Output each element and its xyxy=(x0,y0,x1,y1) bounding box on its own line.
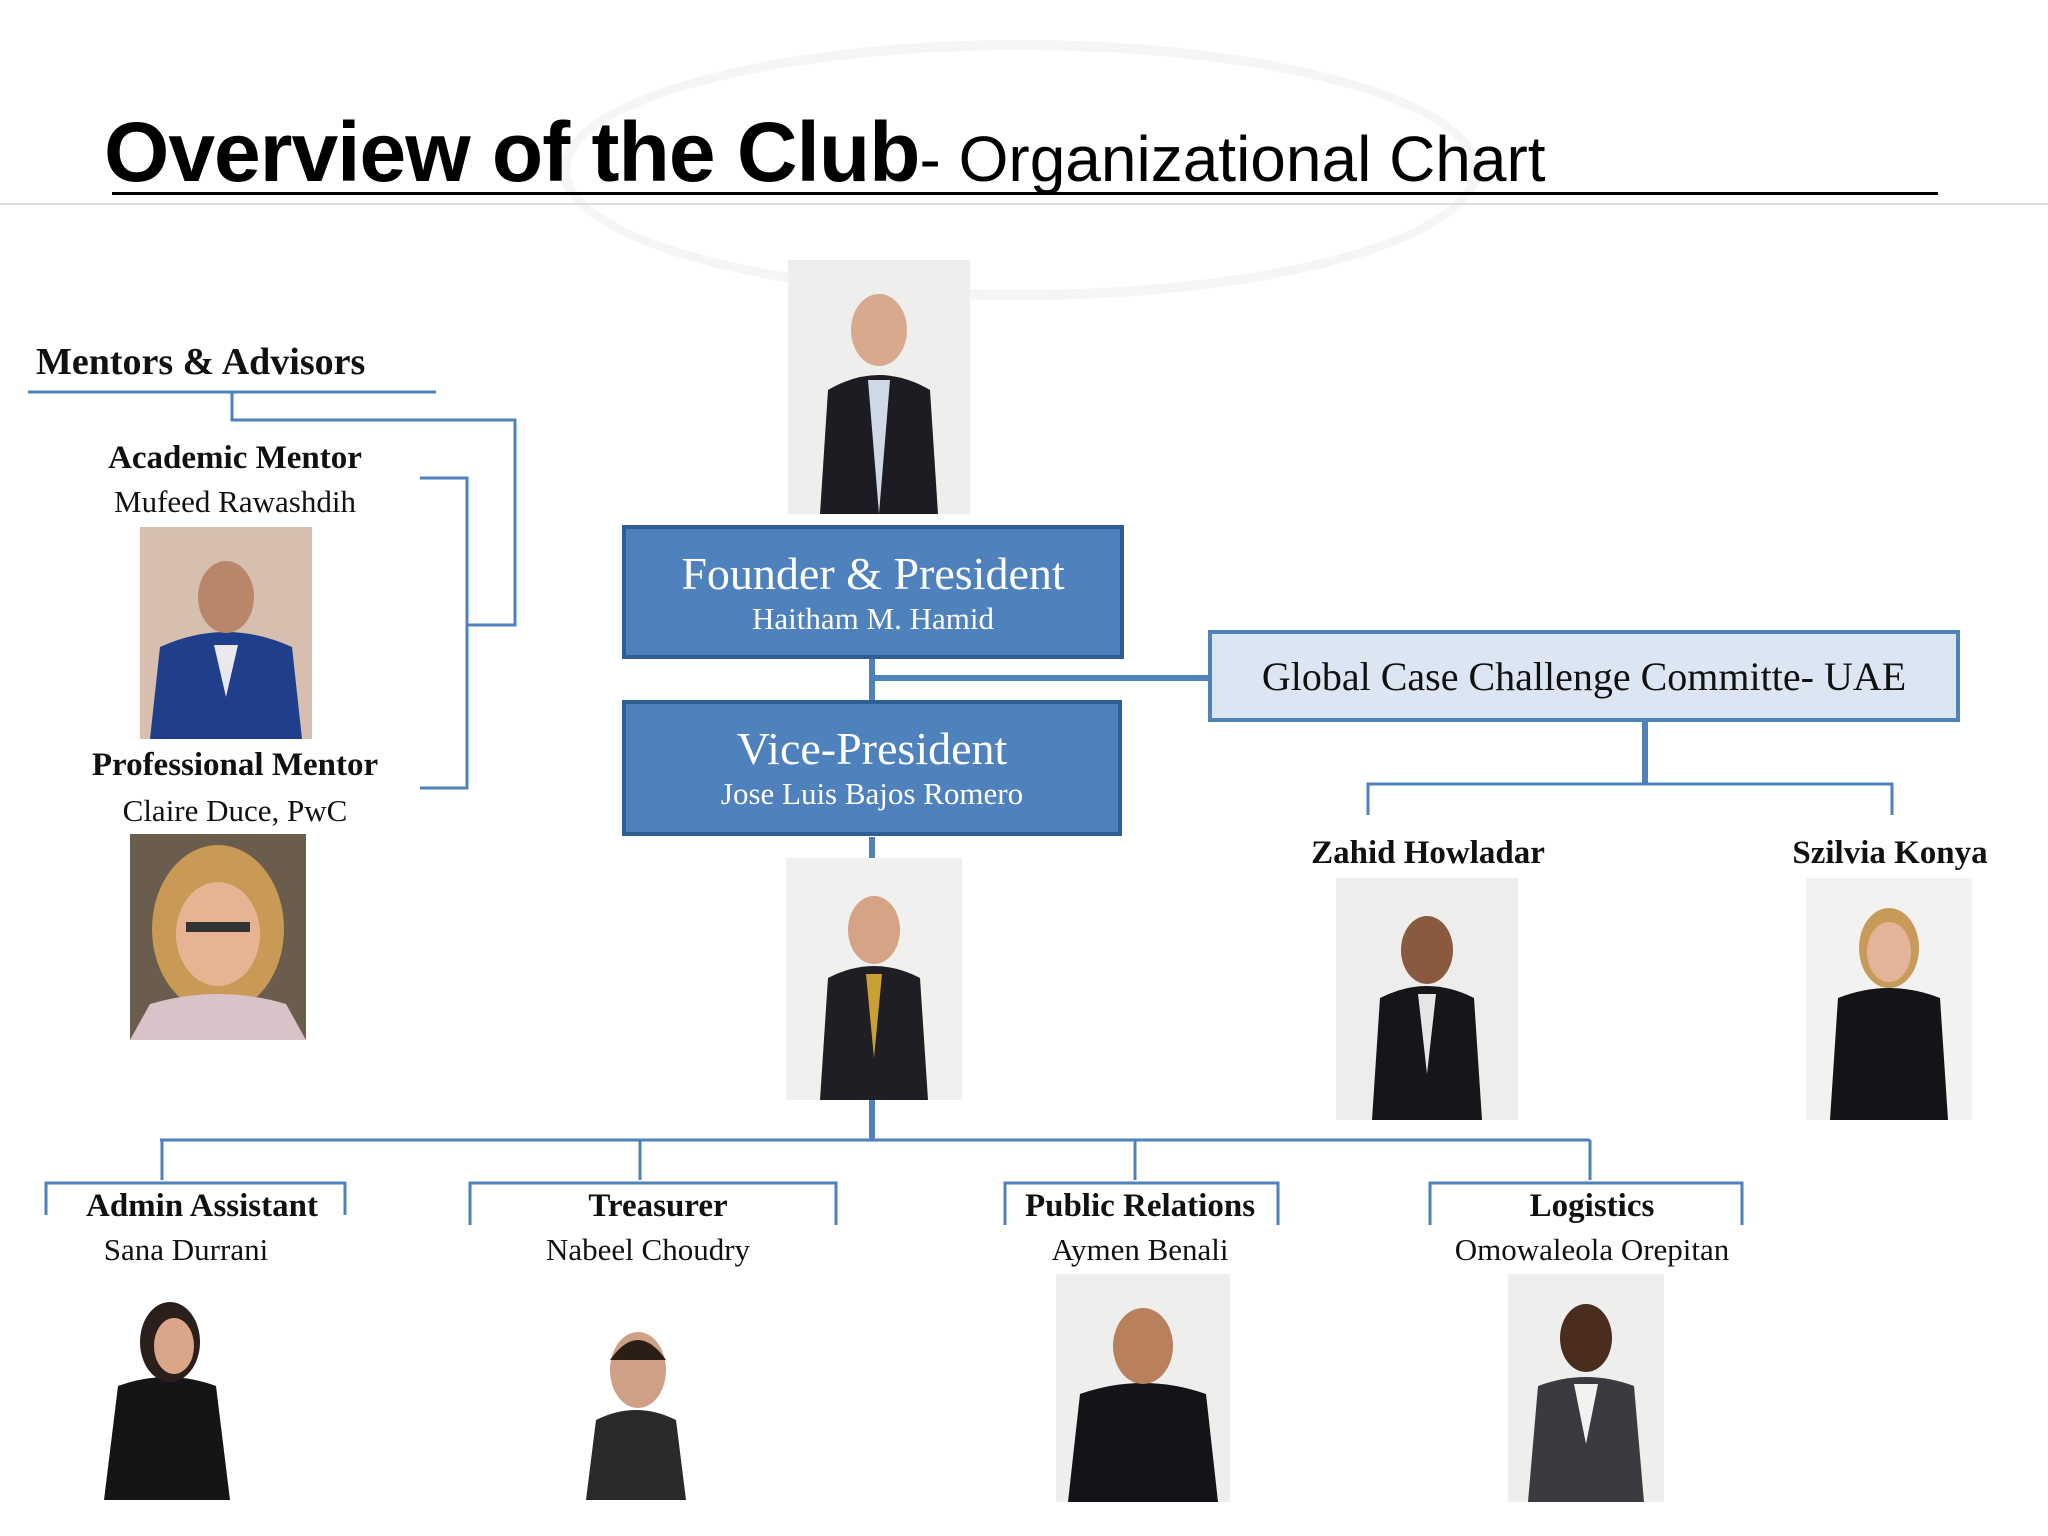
academic-mentor-name: Mufeed Rawashdih xyxy=(114,484,356,519)
team-role: Admin Assistant xyxy=(86,1188,318,1224)
team-member-photo xyxy=(546,1290,726,1500)
committee-member-photo xyxy=(1806,878,1972,1120)
academic-mentor-photo xyxy=(140,527,312,739)
committee-member-name: Zahid Howladar xyxy=(1311,835,1545,871)
vice-president-box: Vice-President Jose Luis Bajos Romero xyxy=(622,700,1122,836)
professional-mentor-photo xyxy=(130,834,306,1040)
page-title: Overview of the Club- Organizational Cha… xyxy=(104,104,1546,204)
team-member-photo xyxy=(1056,1274,1230,1502)
title-underline xyxy=(112,192,1938,195)
founder-photo xyxy=(788,260,970,514)
header-divider xyxy=(0,203,2048,205)
professional-mentor-role: Professional Mentor xyxy=(91,747,379,783)
team-member-name: Omowaleola Orepitan xyxy=(1454,1232,1730,1267)
founder-box: Founder & President Haitham M. Hamid xyxy=(622,525,1124,659)
title-subtitle: - Organizational Chart xyxy=(919,123,1546,195)
academic-mentor-role: Academic Mentor xyxy=(108,440,362,476)
mentors-heading: Mentors & Advisors xyxy=(36,341,366,383)
title-main: Overview of the Club xyxy=(104,105,920,199)
vice-president-name: Jose Luis Bajos Romero xyxy=(720,776,1024,811)
team-member-photo xyxy=(84,1276,250,1500)
committee-member-name: Szilvia Konya xyxy=(1792,835,1988,871)
committee-member-photo xyxy=(1336,878,1518,1120)
vice-president-photo xyxy=(786,858,962,1100)
professional-mentor-name: Claire Duce, PwC xyxy=(122,793,348,828)
committee-box: Global Case Challenge Committe- UAE xyxy=(1208,630,1960,722)
team-member-name: Nabeel Choudry xyxy=(545,1232,751,1267)
team-member-name: Aymen Benali xyxy=(1051,1232,1229,1267)
founder-role: Founder & President xyxy=(681,548,1065,599)
vice-president-role: Vice-President xyxy=(736,723,1008,774)
team-role: Treasurer xyxy=(588,1188,728,1224)
team-role: Public Relations xyxy=(1024,1188,1256,1224)
team-role: Logistics xyxy=(1529,1188,1655,1224)
team-member-photo xyxy=(1508,1274,1664,1502)
background-watermark xyxy=(560,40,1480,300)
founder-name: Haitham M. Hamid xyxy=(752,601,994,636)
team-member-name: Sana Durrani xyxy=(103,1232,269,1267)
